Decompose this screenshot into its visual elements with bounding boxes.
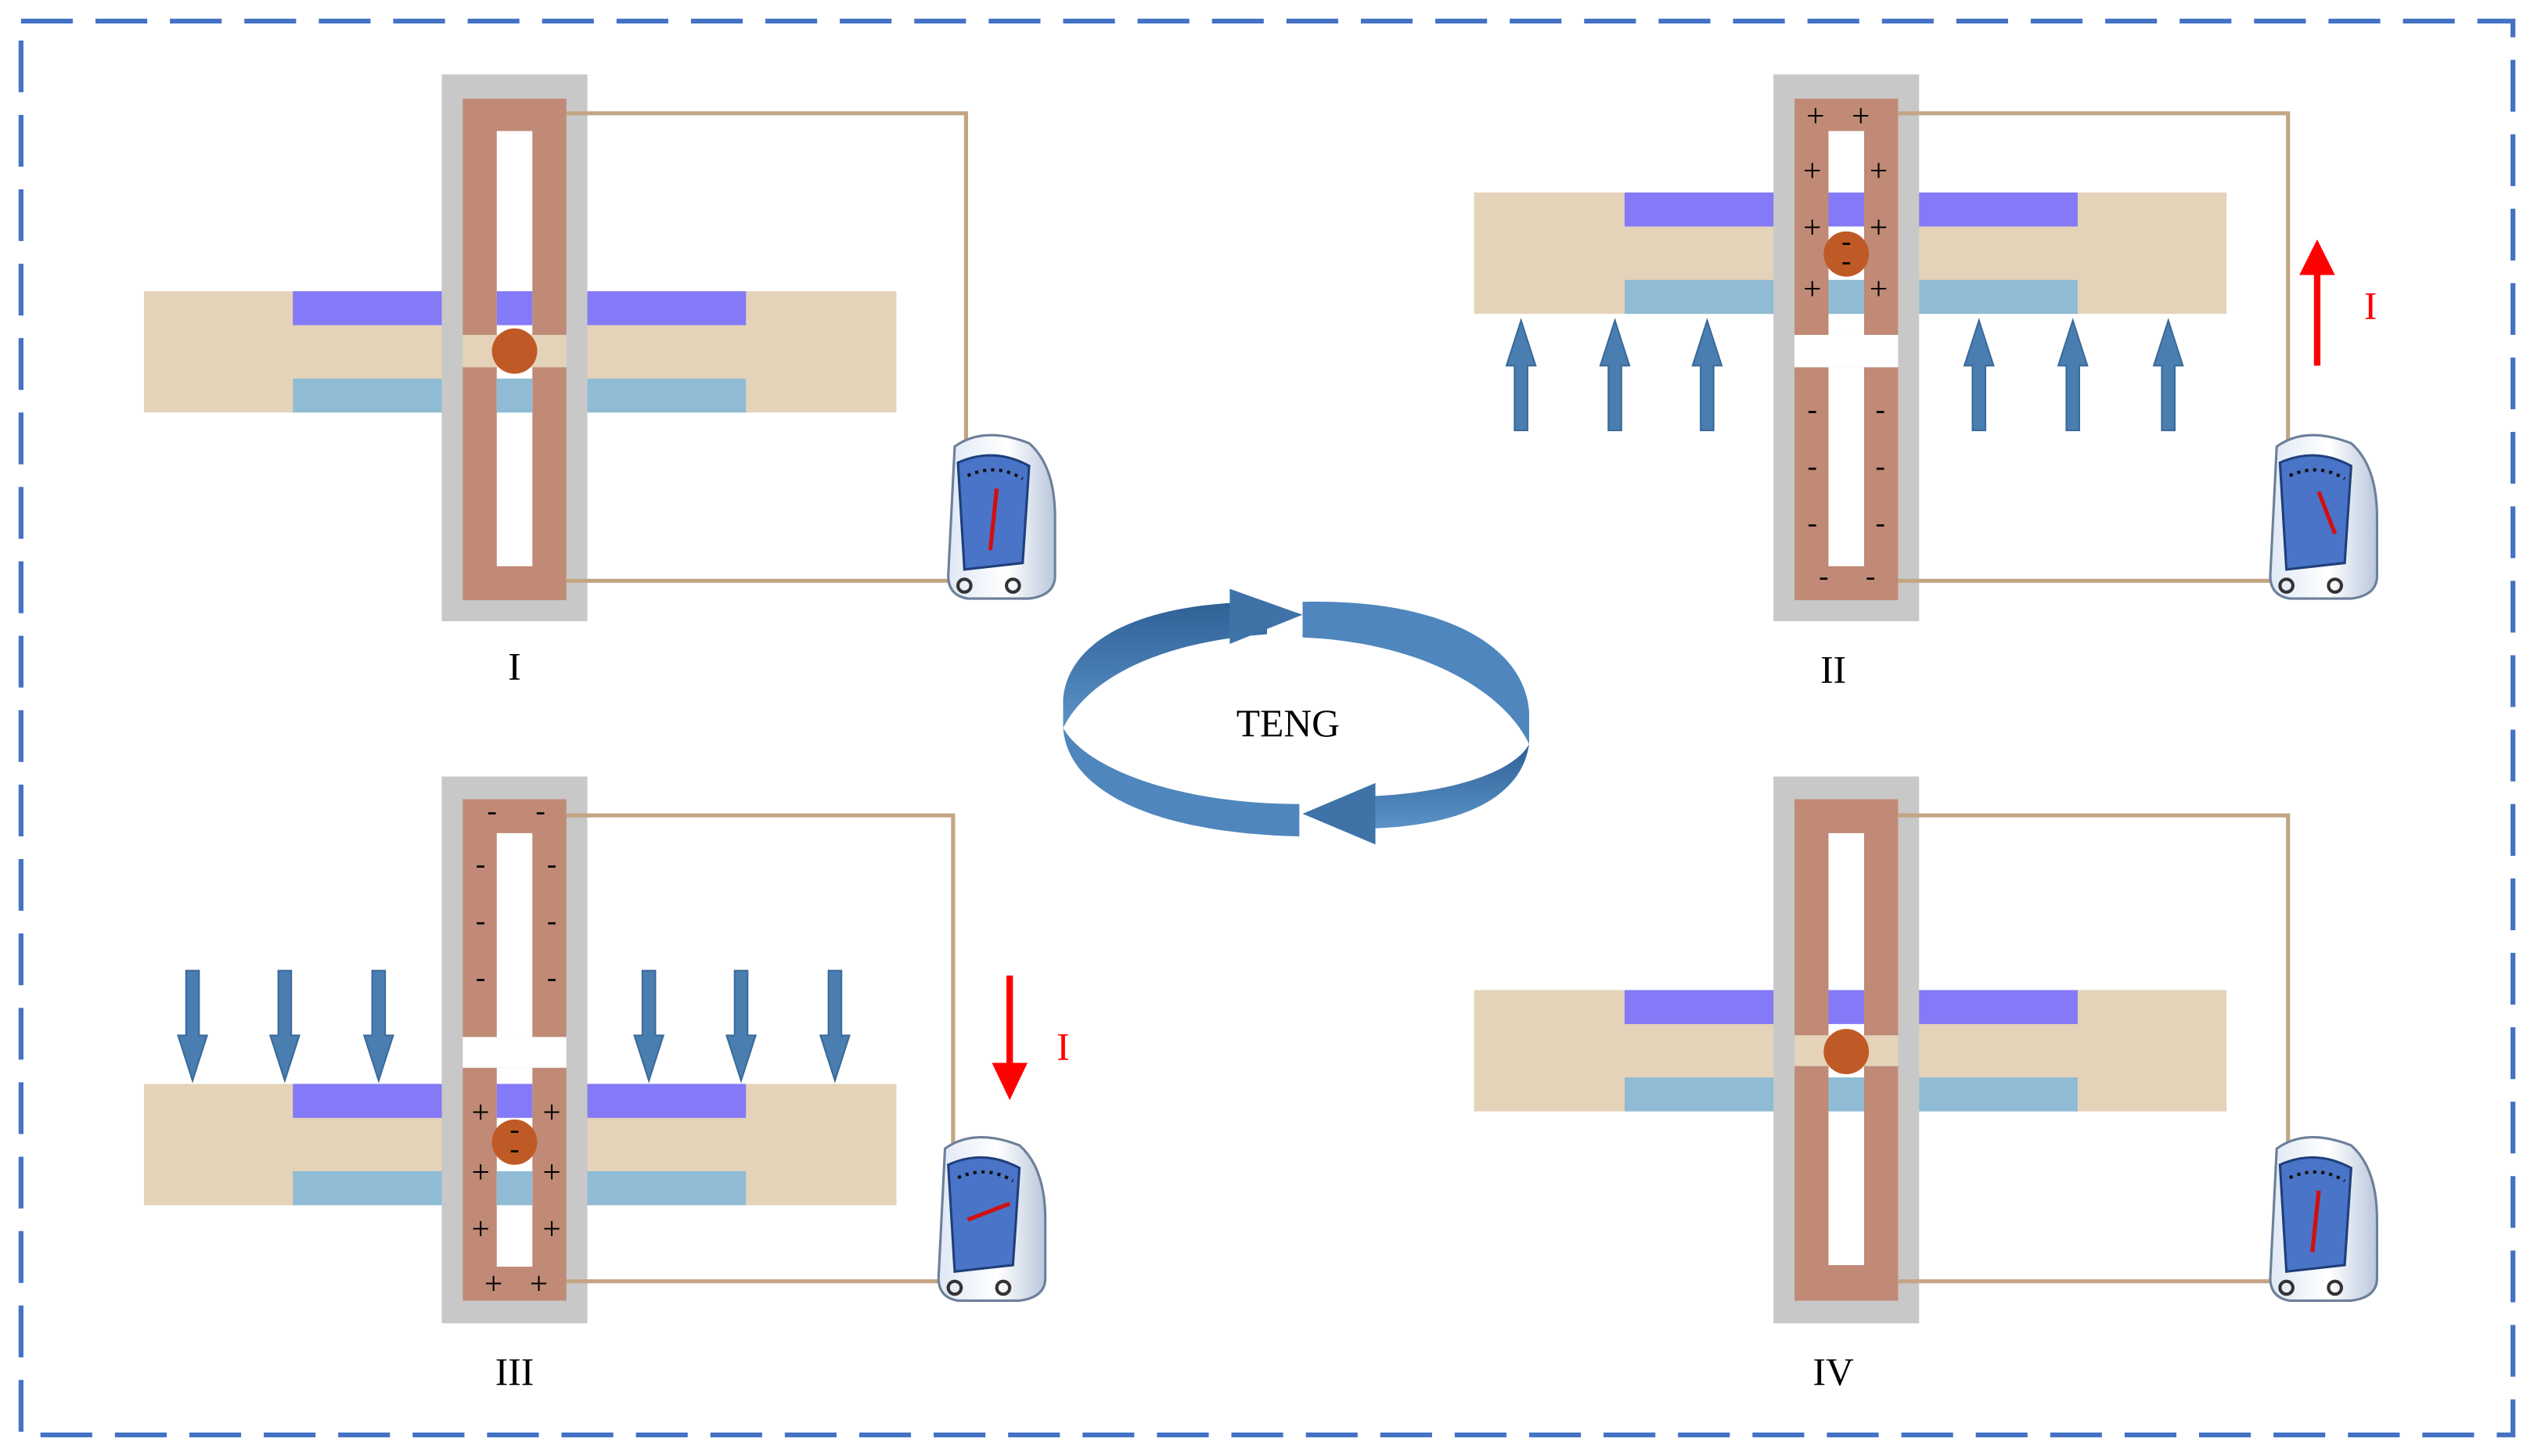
- top-dielectric-right: [1919, 990, 2078, 1024]
- bottom-dielectric-right: [587, 378, 747, 413]
- bottom-dielectric-right: [587, 1171, 747, 1206]
- minus-charge: -: [1808, 507, 1817, 539]
- bottom-dielectric-right: [1919, 1077, 2078, 1112]
- ball-charge: -: [1841, 226, 1851, 258]
- plus-charge: +: [484, 1265, 502, 1301]
- top-dielectric-right: [1919, 192, 2078, 227]
- force-arrow-icon: [177, 969, 851, 1084]
- wire: [566, 813, 956, 1189]
- top-dielectric-center: [1828, 990, 1864, 1024]
- plus-charge: +: [471, 1210, 489, 1246]
- panel-label: II: [1820, 649, 1846, 692]
- bottom-dielectric-center: [1828, 1077, 1864, 1112]
- panel-label: I: [508, 645, 521, 688]
- minus-charge: -: [535, 795, 545, 827]
- ball: [1823, 1029, 1870, 1074]
- minus-charge: -: [1875, 507, 1884, 539]
- gap: [463, 1037, 567, 1068]
- bottom-dielectric-right: [1919, 279, 2078, 315]
- wire: [1898, 813, 2291, 1189]
- top-dielectric-left: [293, 1084, 442, 1118]
- ball: [491, 328, 538, 374]
- current-arrow-icon: [992, 975, 1028, 1101]
- plus-charge: +: [542, 1210, 560, 1246]
- bottom-dielectric-left: [1624, 1077, 1774, 1112]
- bottom-dielectric-left: [1624, 279, 1774, 315]
- top-slot: [496, 832, 533, 1037]
- bottom-dielectric-left: [293, 378, 442, 413]
- plus-charge: +: [1870, 271, 1888, 307]
- ammeter-icon: [2269, 433, 2378, 600]
- minus-charge: -: [1875, 394, 1884, 426]
- cycle-label: TENG: [1236, 702, 1340, 745]
- ball-charge: -: [509, 1114, 519, 1146]
- top-dielectric-left: [1624, 990, 1774, 1024]
- panel-2: - - + + + + + + + + - - - - - - - -: [1474, 74, 2378, 692]
- cycle-arrow-icon: [1063, 588, 1529, 845]
- wire: [566, 111, 968, 486]
- plus-charge: +: [1852, 97, 1870, 133]
- top-dielectric-right: [587, 291, 747, 325]
- minus-charge: -: [1808, 394, 1817, 426]
- bottom-dielectric-center: [496, 378, 533, 413]
- panel-4: IV: [1474, 776, 2378, 1393]
- current-arrow-icon: [2299, 239, 2335, 366]
- plus-charge: +: [1803, 153, 1821, 189]
- top-dielectric-center: [1828, 192, 1864, 227]
- plus-charge: +: [542, 1094, 560, 1130]
- top-dielectric-center: [496, 291, 533, 325]
- plus-charge: +: [1870, 153, 1888, 189]
- panel-label: IV: [1813, 1350, 1855, 1393]
- plus-charge: +: [1803, 209, 1821, 245]
- bottom-dielectric-center: [496, 1171, 533, 1206]
- ball-charge: -: [1841, 245, 1851, 277]
- plus-charge: +: [542, 1154, 560, 1190]
- panel-3: - - - - - - - - - - + + + + + + + +: [144, 776, 1070, 1393]
- plus-charge: +: [530, 1265, 548, 1301]
- top-dielectric-right: [587, 1084, 747, 1118]
- bottom-dielectric-left: [293, 1171, 442, 1206]
- minus-charge: -: [547, 905, 556, 937]
- bottom-dielectric-center: [1828, 279, 1864, 315]
- minus-charge: -: [1819, 561, 1828, 593]
- minus-charge: -: [476, 849, 485, 881]
- plus-charge: +: [1803, 271, 1821, 307]
- top-dielectric-left: [293, 291, 442, 325]
- ball-charge: -: [509, 1134, 519, 1166]
- plus-charge: +: [1870, 209, 1888, 245]
- minus-charge: -: [476, 905, 485, 937]
- force-arrow-icon: [1505, 318, 2184, 432]
- top-dielectric-left: [1624, 192, 1774, 227]
- ball: [1823, 231, 1870, 277]
- ball: [491, 1119, 538, 1165]
- minus-charge: -: [487, 795, 496, 827]
- panel-1: I: [144, 74, 1056, 688]
- ammeter-icon: [947, 433, 1056, 600]
- current-label: I: [1056, 1025, 1070, 1068]
- ammeter-icon: [937, 1135, 1047, 1303]
- ammeter-icon: [2269, 1135, 2378, 1303]
- bottom-slot: [1828, 367, 1864, 566]
- minus-charge: -: [547, 849, 556, 881]
- minus-charge: -: [1866, 561, 1875, 593]
- minus-charge: -: [1808, 451, 1817, 483]
- plus-charge: +: [1806, 97, 1824, 133]
- top-dielectric-center: [496, 1084, 533, 1118]
- gap: [1794, 335, 1899, 368]
- minus-charge: -: [1875, 451, 1884, 483]
- panel-label: III: [495, 1350, 535, 1393]
- plus-charge: +: [471, 1094, 489, 1130]
- wire: [1898, 111, 2291, 486]
- current-label: I: [2364, 284, 2377, 327]
- minus-charge: -: [476, 962, 485, 994]
- minus-charge: -: [547, 962, 556, 994]
- outer-frame: [18, 18, 2516, 1438]
- plus-charge: +: [471, 1154, 489, 1190]
